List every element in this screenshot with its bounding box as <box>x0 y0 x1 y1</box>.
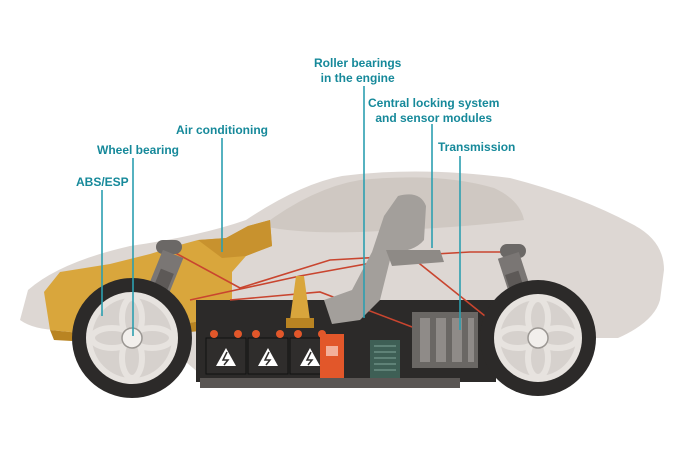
label-wheel-bearing: Wheel bearing <box>97 143 180 157</box>
seat-icon <box>324 194 426 324</box>
seat-cushion <box>386 250 444 266</box>
label-roller-bearings: Roller bearings in the engine <box>314 56 401 86</box>
roller-bearing-base <box>286 318 314 328</box>
battery-pack <box>205 330 331 375</box>
label-roller-bearings-line1: Roller bearings <box>314 56 402 70</box>
label-central-locking-line1: Central locking system <box>368 96 500 110</box>
rear-wheel-icon <box>480 280 596 396</box>
high-voltage-warning-icon <box>300 348 320 366</box>
leader-lines <box>101 86 461 336</box>
dashboard-frame <box>198 220 272 258</box>
label-central-locking-line2: and sensor modules <box>375 111 493 125</box>
front-wheel-icon <box>72 278 192 398</box>
underbody <box>200 378 460 388</box>
high-voltage-warning-icon <box>216 348 236 366</box>
label-air-conditioning: Air conditioning <box>176 123 268 137</box>
label-abs-esp: ABS/ESP <box>76 175 129 189</box>
engine-icon <box>412 312 478 368</box>
label-transmission: Transmission <box>438 140 516 154</box>
roller-bearing-part <box>290 276 310 320</box>
label-central-locking: Central locking system and sensor module… <box>368 96 499 126</box>
relay-label <box>326 346 338 356</box>
high-voltage-warning-icon <box>258 348 278 366</box>
label-roller-bearings-line2: in the engine <box>320 71 395 85</box>
sensor-module <box>370 340 400 378</box>
